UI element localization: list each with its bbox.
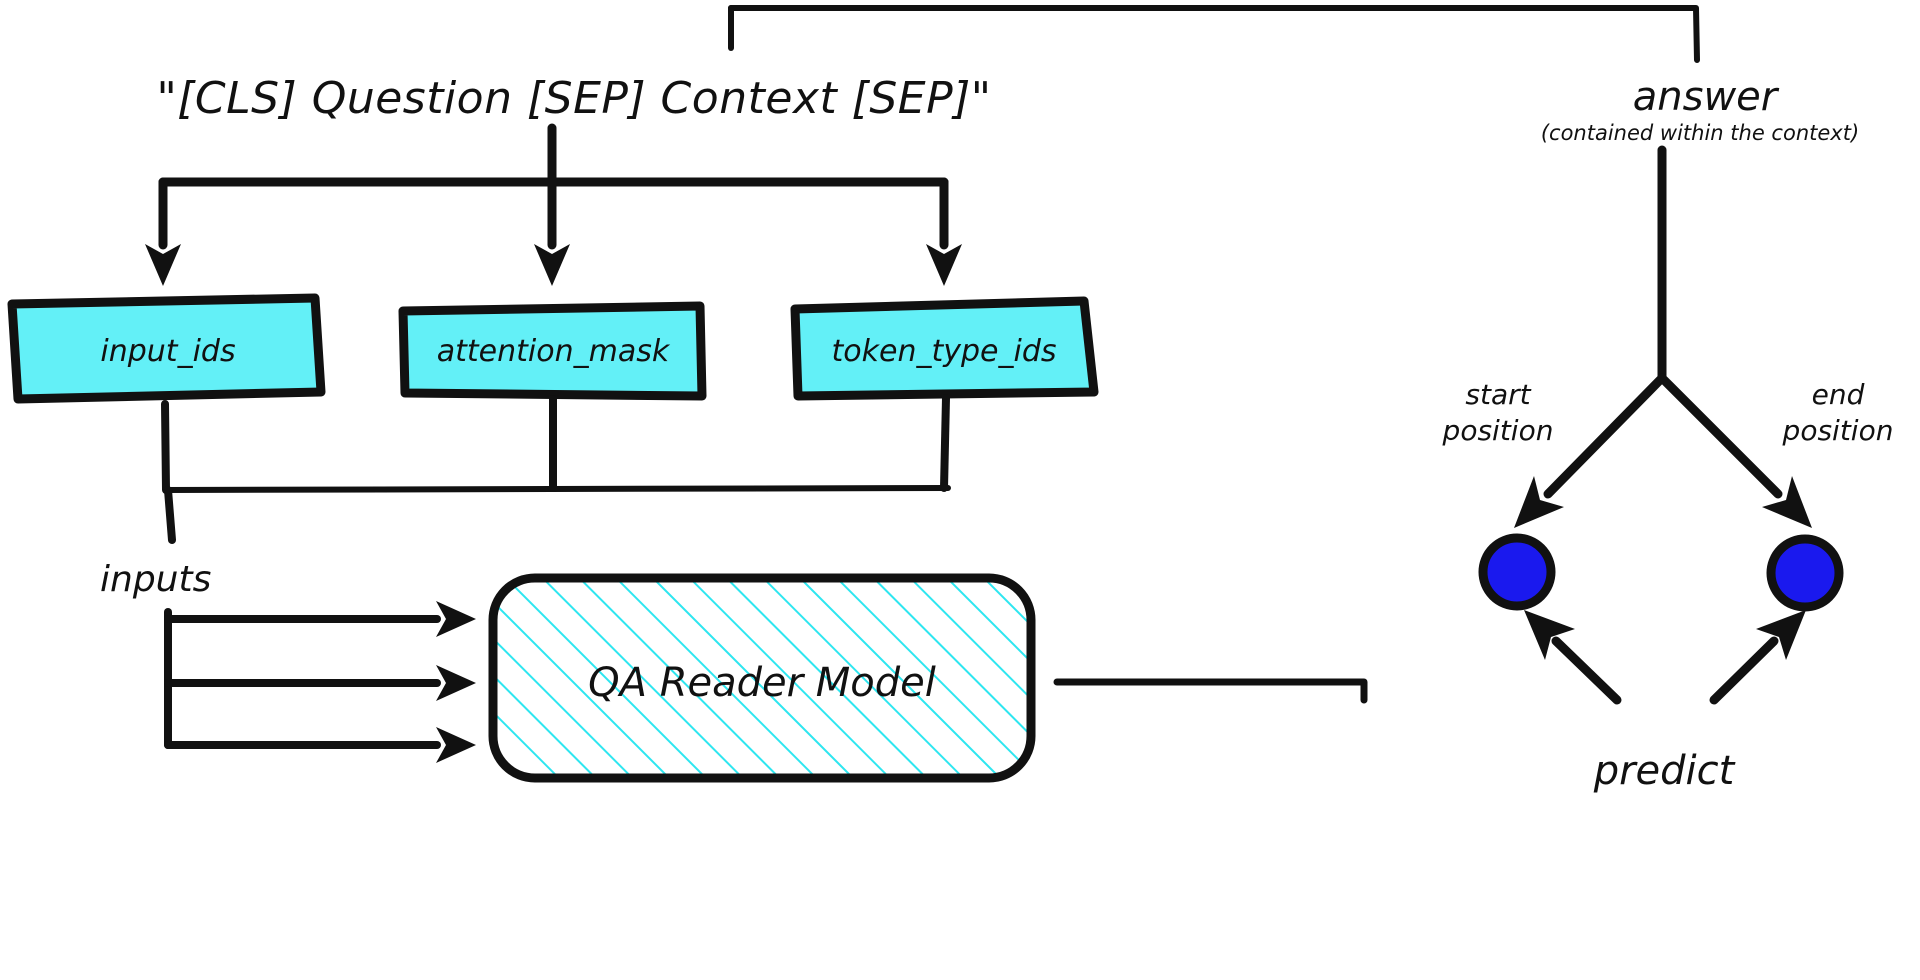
tensor-box-token-type-ids-shape <box>790 296 1099 401</box>
end-position-node[interactable] <box>1766 534 1844 612</box>
tokenizer-fanout <box>145 123 962 286</box>
fanout-right-arrowhead <box>926 244 962 286</box>
tensor-box-token-type-ids-label: token_type_ids <box>832 334 1057 369</box>
predict-to-nodes-arrows <box>1524 610 1806 705</box>
rail-top-path <box>728 5 1700 63</box>
fanout-left-arrowhead <box>145 244 181 286</box>
prompt-string-label: "[CLS] Question [SEP] Context [SEP]" <box>156 73 991 124</box>
predict-branch-start-head <box>1524 610 1575 660</box>
tensor-box-attention-mask[interactable]: attention_mask <box>398 301 707 401</box>
start-position-node[interactable] <box>1478 533 1556 611</box>
tensor-collector-bus <box>161 394 951 544</box>
start-position-label: start position <box>1442 378 1554 447</box>
answer-split-arrows <box>1514 145 1812 528</box>
bus-drop-input-ids <box>161 400 170 494</box>
bus-horizontal <box>163 485 951 493</box>
tensor-box-attention-mask-shape <box>398 301 707 401</box>
model-to-predict-connector <box>1053 678 1368 704</box>
answer-feedback-rail <box>728 5 1700 63</box>
end-position-label-line1: end <box>1812 378 1865 411</box>
answer-branch-start <box>1543 373 1667 499</box>
bus-drop-token-type-ids <box>940 394 950 492</box>
predict-label: predict <box>1593 748 1736 794</box>
start-position-label-line2: position <box>1442 414 1554 447</box>
tensor-box-input-ids[interactable]: input_ids <box>7 293 326 404</box>
fanout-stem-arrowhead <box>534 244 570 286</box>
answer-branch-start-head <box>1514 476 1564 528</box>
bus-tail <box>164 486 176 544</box>
inputs-arrow-1-head <box>436 601 476 637</box>
tensor-box-input-ids-label: input_ids <box>100 334 235 369</box>
answer-sublabel: (contained within the context) <box>1541 121 1859 145</box>
tensor-box-attention-mask-label: attention_mask <box>437 334 671 369</box>
answer-branch-end-head <box>1762 476 1812 528</box>
qa-reader-model-block[interactable]: QA Reader Model <box>488 573 1036 783</box>
inputs-to-model-arrows <box>164 601 476 763</box>
inputs-arrow-2-head <box>436 665 476 701</box>
predict-branch-start <box>1551 636 1622 705</box>
inputs-arrow-3-head <box>436 727 476 763</box>
tensor-box-token-type-ids[interactable]: token_type_ids <box>790 296 1099 401</box>
answer-branch-end <box>1657 373 1783 499</box>
predict-connector-path <box>1053 678 1368 704</box>
qa-reader-model-label: QA Reader Model <box>588 660 936 706</box>
end-position-label: end position <box>1782 378 1894 447</box>
qa-reader-model-shape <box>488 573 1036 783</box>
tensor-box-input-ids-shape <box>7 293 326 404</box>
answer-label: answer <box>1633 74 1780 120</box>
start-position-label-line1: start <box>1465 378 1531 411</box>
predict-branch-end-head <box>1756 610 1806 660</box>
inputs-label: inputs <box>100 559 211 600</box>
end-position-label-line2: position <box>1782 414 1894 447</box>
predict-branch-end <box>1709 636 1779 705</box>
